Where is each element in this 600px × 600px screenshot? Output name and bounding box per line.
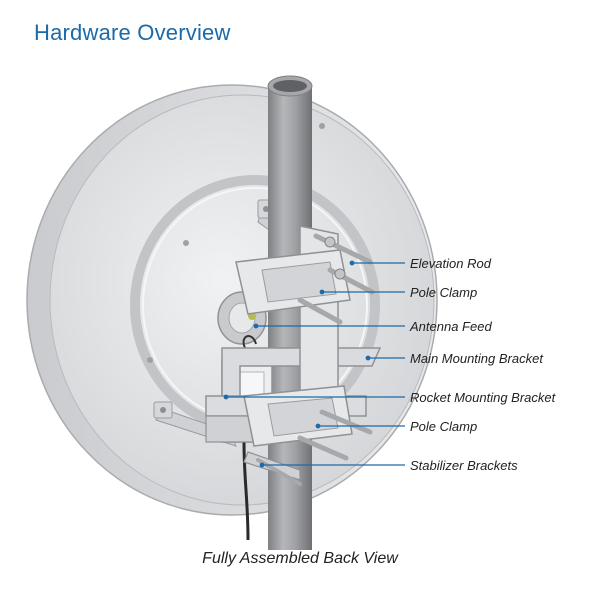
callout-elevation-rod: Elevation Rod [410,256,491,271]
callout-main-mounting-bracket: Main Mounting Bracket [410,351,543,366]
page-title: Hardware Overview [34,20,231,45]
figure-caption: Fully Assembled Back View [202,550,398,567]
callout-rocket-mounting-bracket: Rocket Mounting Bracket [410,390,556,405]
callout-pole-clamp-lower: Pole Clamp [410,419,478,434]
cable [242,335,257,351]
leader-lines [223,260,405,468]
callout-stabilizer-brackets: Stabilizer Brackets [410,458,518,473]
callout-pole-clamp-upper: Pole Clamp [410,285,478,300]
callout-antenna-feed: Antenna Feed [410,319,492,334]
